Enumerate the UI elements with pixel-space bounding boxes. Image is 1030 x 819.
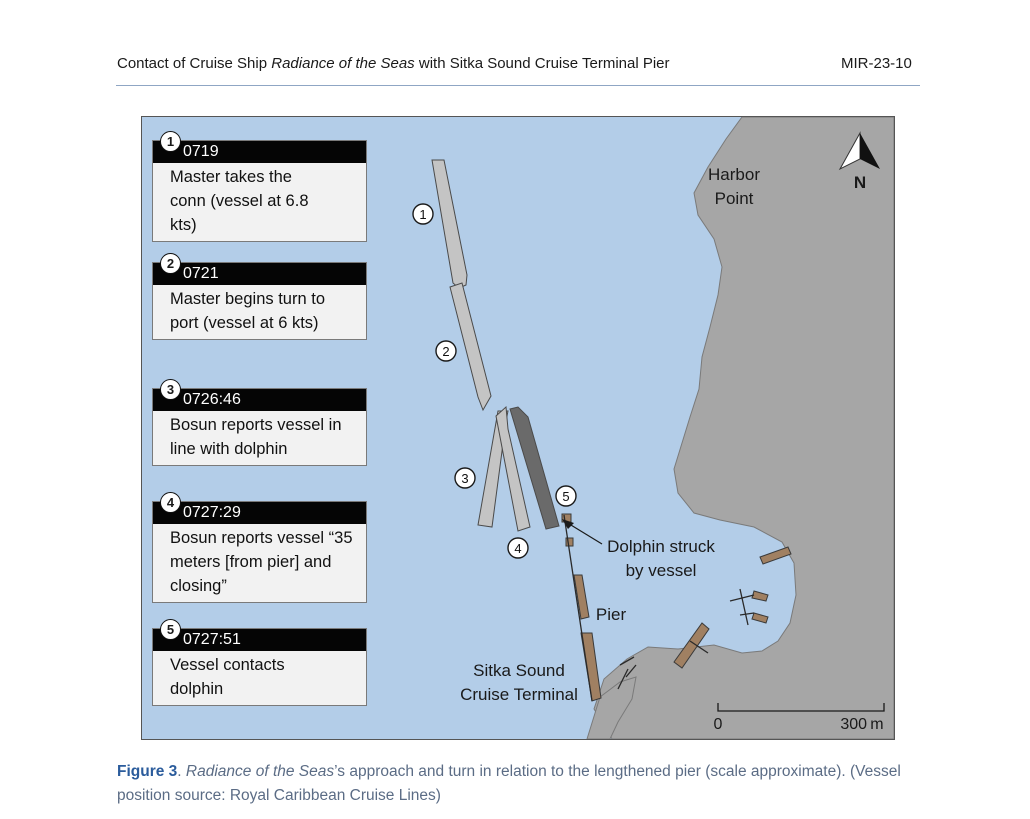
harbor-point-label: Harbor Point [708, 165, 760, 208]
caption-text: ’s approach and turn in relation to the … [117, 763, 901, 804]
vessel-position-4 [495, 405, 531, 532]
terminal-label: Sitka Sound Cruise Terminal [460, 661, 578, 704]
scale-bar [717, 703, 885, 712]
timeline-entry-5: 5 0727:51 Vessel contacts dolphin [152, 619, 367, 706]
position-marker-circles [412, 203, 577, 559]
timeline-number-1: 1 [160, 131, 181, 152]
header-divider [116, 85, 920, 86]
scale-end-label: 300 m [840, 716, 884, 733]
timeline-text-5: Vessel contacts dolphin [170, 656, 285, 698]
timeline-time-5: 0727:51 [153, 629, 366, 651]
vessel-positions [431, 159, 560, 532]
land-east [593, 117, 894, 739]
timeline-time-4: 0727:29 [153, 502, 366, 524]
caption-ship: Radiance of the Seas [185, 763, 335, 780]
position-marker-5: 5 [562, 489, 569, 504]
pier-label: Pier [595, 605, 627, 624]
timeline-entry-4: 4 0727:29 Bosun reports vessel “35 meter… [152, 492, 367, 603]
vessel-position-1 [431, 159, 468, 289]
north-arrow-dark [860, 133, 880, 169]
vessel-position-2 [449, 282, 492, 412]
dolphin-leader [565, 521, 603, 545]
timeline-entry-1: 1 0719 Master takes the conn (vessel at … [152, 131, 367, 242]
land-southwest [586, 676, 637, 739]
timeline-number-5: 5 [160, 619, 181, 640]
figure-label: Figure 3 [117, 763, 178, 780]
harbor-map: 1 2 3 4 5 Harbor Point N Dolphin struck … [141, 116, 895, 740]
position-marker-3: 3 [461, 471, 468, 486]
scale-start-label: 0 [713, 716, 723, 733]
report-id: MIR-23-10 [841, 55, 912, 72]
timeline-number-4: 4 [160, 492, 181, 513]
header-title-prefix: Contact of Cruise Ship [117, 55, 268, 72]
position-marker-1: 1 [419, 207, 426, 222]
timeline-number-3: 3 [160, 379, 181, 400]
north-label: N [853, 173, 867, 192]
timeline-text-3: Bosun reports vessel in line with dolphi… [170, 416, 342, 458]
position-marker-4: 4 [514, 541, 521, 556]
timeline-text-2: Master begins turn to port (vessel at 6 … [170, 290, 325, 332]
timeline-entry-2: 2 0721 Master begins turn to port (vesse… [152, 253, 367, 340]
map-graphics: 1 2 3 4 5 [412, 117, 894, 739]
timeline-time-2: 0721 [153, 263, 366, 285]
timeline-time-3: 0726:46 [153, 389, 366, 411]
position-marker-2: 2 [442, 344, 449, 359]
figure-caption: Figure 3. Radiance of the Seas’s approac… [117, 763, 901, 804]
page-header-title: Contact of Cruise Ship Radiance of the S… [117, 55, 670, 72]
vessel-position-5 [509, 406, 560, 530]
dolphin-label: Dolphin struck by vessel [607, 537, 715, 580]
timeline-text-4: Bosun reports vessel “35 meters [from pi… [170, 529, 353, 595]
timeline-entry-3: 3 0726:46 Bosun reports vessel in line w… [152, 379, 367, 466]
timeline-number-2: 2 [160, 253, 181, 274]
position-marker-labels: 1 2 3 4 5 [419, 207, 569, 556]
pier-lines [563, 514, 755, 702]
header-title-suffix: with Sitka Sound Cruise Terminal Pier [414, 55, 670, 72]
timeline-text-1: Master takes the conn (vessel at 6.8 kts… [170, 168, 309, 234]
dolphin-arrowhead [562, 519, 574, 529]
timeline-time-1: 0719 [153, 141, 366, 163]
header-title-ship: Radiance of the Seas [271, 55, 415, 72]
